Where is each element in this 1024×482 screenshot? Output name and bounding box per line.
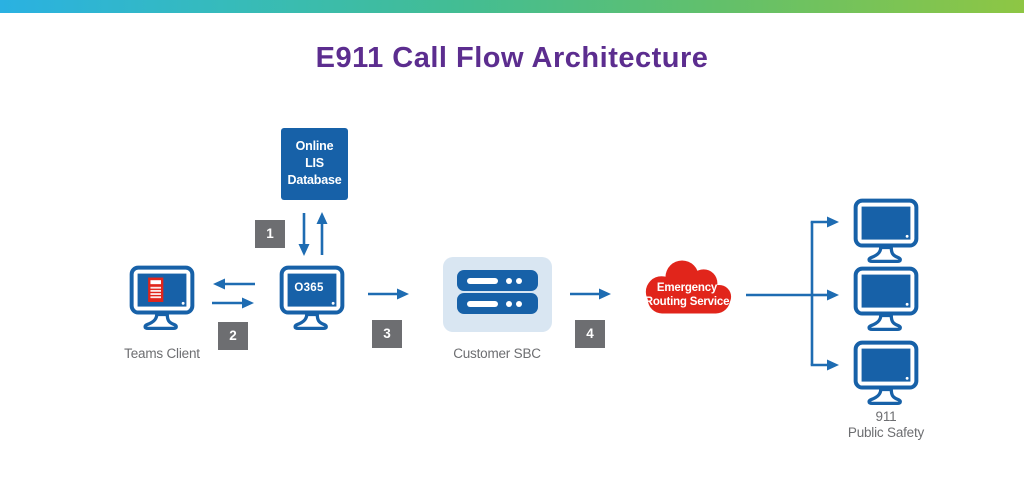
customer-sbc-node xyxy=(443,257,552,332)
o365-sbc-arrow-icon xyxy=(368,287,410,301)
o365-screen-label: O365 xyxy=(294,282,324,294)
server-led xyxy=(516,300,522,307)
server-slot xyxy=(467,277,498,284)
server-led xyxy=(506,300,512,307)
psap-label-line1: 911 xyxy=(875,409,897,424)
sbc-ers-arrow-icon xyxy=(570,287,612,301)
sbc-server-bar-2-icon xyxy=(457,293,538,314)
teams-client-monitor-icon xyxy=(129,265,195,333)
step-2-badge: 2 xyxy=(218,322,248,350)
o365-monitor-icon xyxy=(279,265,345,333)
online-lis-database-node: Online LIS Database xyxy=(281,128,348,200)
lis-label-line3: Database xyxy=(287,173,342,187)
teams-client-label: Teams Client xyxy=(124,346,200,361)
server-led xyxy=(506,277,512,284)
emergency-routing-service-cloud-icon xyxy=(638,256,736,318)
page-title: E911 Call Flow Architecture xyxy=(315,42,709,74)
psap-label-line2: Public Safety xyxy=(847,425,925,440)
step-1-badge: 1 xyxy=(255,220,285,248)
server-slot xyxy=(467,300,498,307)
ers-label-line1: Emergency xyxy=(656,282,718,294)
ers-label-line2: Routing Service xyxy=(644,295,730,308)
lis-label-line2: LIS xyxy=(305,156,324,170)
teams-o365-bidirectional-arrows-icon xyxy=(212,277,256,310)
ers-psap-branch-arrows-icon xyxy=(744,212,844,372)
psap-monitor-1-icon xyxy=(853,198,919,266)
server-led xyxy=(516,277,522,284)
emergency-routing-service-label: Emergency Routing Service xyxy=(638,282,736,309)
gradient-header-bar xyxy=(0,0,1024,13)
lis-o365-bidirectional-arrows-icon xyxy=(295,210,331,258)
psap-monitor-2-icon xyxy=(853,266,919,334)
sbc-server-bar-1-icon xyxy=(457,270,538,291)
lis-label-line1: Online xyxy=(295,139,334,153)
psap-monitor-3-icon xyxy=(853,340,919,408)
step-3-badge: 3 xyxy=(372,320,402,348)
public-safety-label: 911 Public Safety xyxy=(836,409,936,441)
customer-sbc-label: Customer SBC xyxy=(453,346,541,361)
step-4-badge: 4 xyxy=(575,320,605,348)
